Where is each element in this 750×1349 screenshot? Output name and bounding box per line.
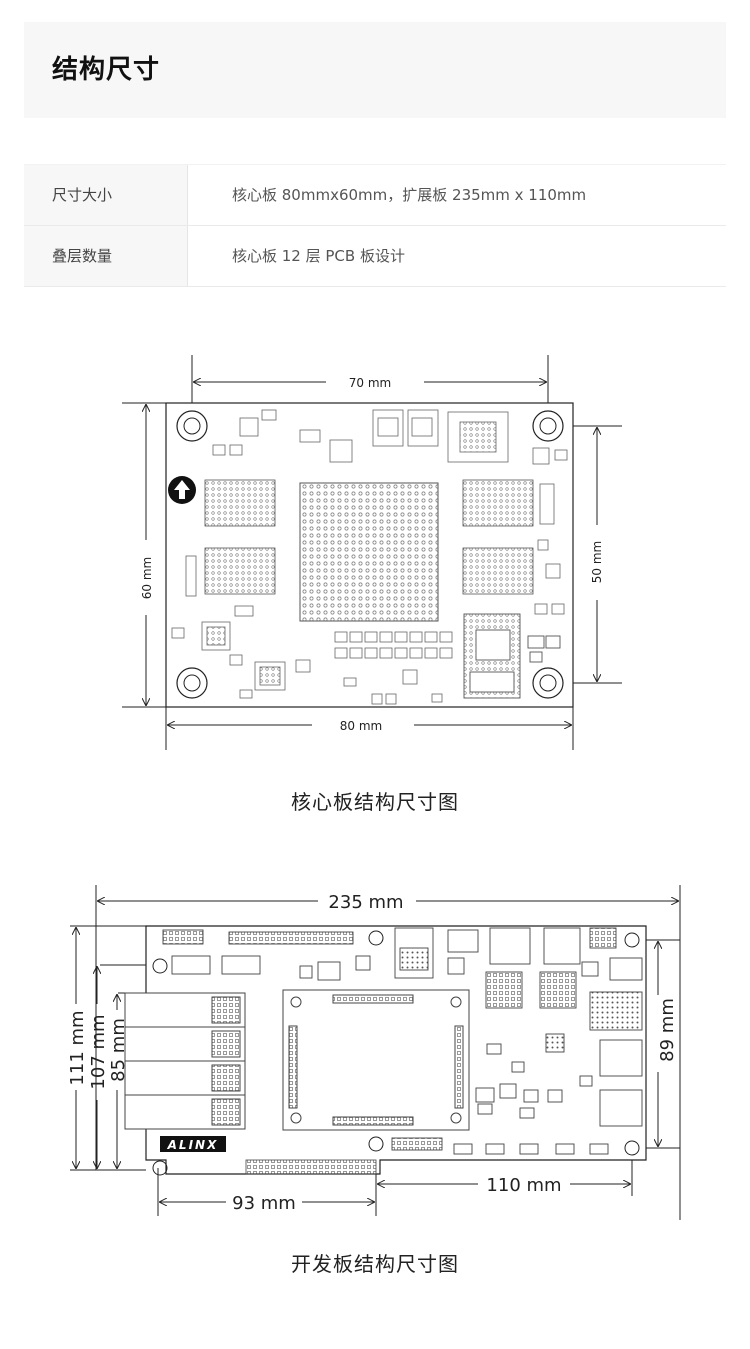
dev-caption: 开发板结构尺寸图 [291,1252,459,1276]
section-header: 结构尺寸 [24,22,726,118]
bottom-buttons [391,1137,609,1155]
bottom-components [334,631,453,705]
core-caption: 核心板结构尺寸图 [291,790,459,814]
spec-table: 尺寸大小 核心板 80mmx60mm，扩展板 235mm x 110mm 叠层数… [24,164,726,287]
mounting-holes [176,410,564,699]
dev-mounting-holes [152,930,640,1176]
spec-value: 核心板 80mmx60mm，扩展板 235mm x 110mm [232,186,587,204]
top-components [185,409,568,615]
dim-left-label: 60 mm [140,557,154,599]
dim-left-stack [70,925,146,1171]
dim-bottom-stack [157,1148,633,1216]
spec-row-size: 尺寸大小 核心板 80mmx60mm，扩展板 235mm x 110mm [24,164,726,226]
dim-right-label: 50 mm [590,541,604,583]
core-board-socket [282,989,470,1131]
dim-left [122,402,166,708]
spec-key: 叠层数量 [24,226,188,286]
fpga-chip [299,482,439,622]
section-title: 结构尺寸 [52,55,161,85]
core-board-drawing: 70 mm 60 mm 50 mm 80 mm [122,355,622,752]
spec-row-layers: 叠层数量 核心板 12 层 PCB 板设计 [24,226,726,287]
lower-left-components [171,605,311,699]
spec-key: 尺寸大小 [24,165,188,225]
dim-235 [95,885,681,1220]
svg-text:ALINX: ALINX [167,1138,219,1152]
dev-board-figure: 235 mm 111 mm 107 mm 85 mm 89 mm [0,880,750,1225]
pcie-edge-connector [245,1159,377,1175]
top-connectors [162,927,617,981]
dim-110-label: 110 mm [486,1175,561,1196]
dim-top-label: 70 mm [349,376,391,390]
dev-board-drawing: 235 mm 111 mm 107 mm 85 mm 89 mm [67,885,681,1220]
ddr-chips [204,479,534,595]
dim-bottom [165,707,574,752]
dim-107-label: 107 mm [88,1014,109,1089]
dim-89-label: 89 mm [657,998,678,1062]
core-board-figure: 70 mm 60 mm 50 mm 80 mm [0,350,750,752]
power-module [463,613,561,699]
orientation-arrow-icon [168,476,196,504]
sfp-cages [124,992,246,1130]
dim-111-label: 111 mm [67,1010,88,1085]
right-components [475,957,643,1127]
alinx-logo: ALINX [160,1136,226,1152]
spec-value: 核心板 12 层 PCB 板设计 [232,247,405,265]
dim-85-label: 85 mm [108,1018,129,1082]
dim-235-label: 235 mm [328,892,403,913]
dim-bottom-label: 80 mm [340,719,382,733]
dim-93-label: 93 mm [232,1193,296,1214]
